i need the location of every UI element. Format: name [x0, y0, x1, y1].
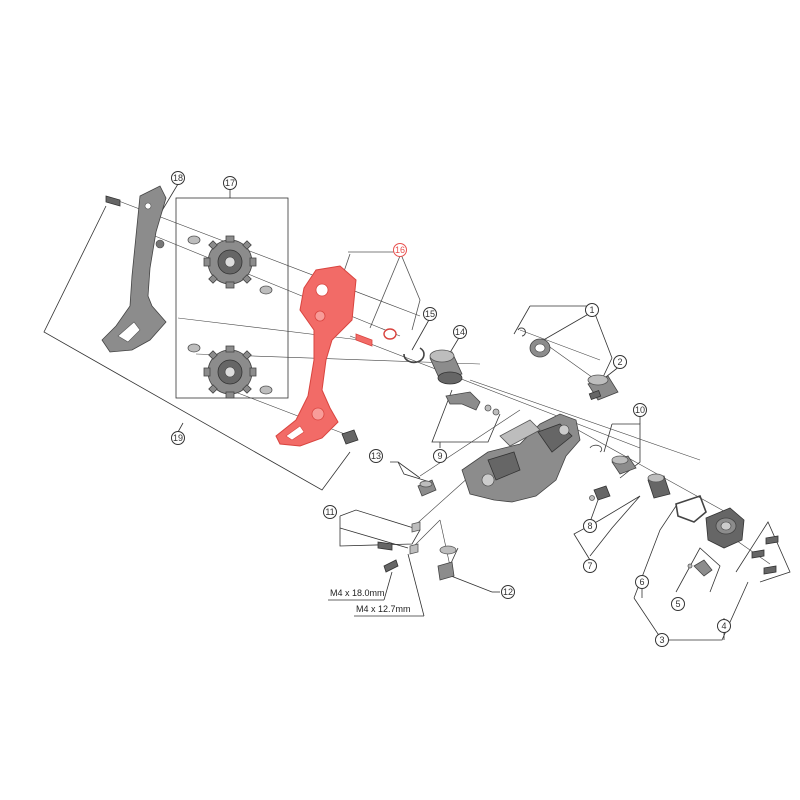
cable-fixing-bolt — [437, 545, 457, 581]
callout-11[interactable]: 11 — [323, 505, 337, 519]
leader-lines — [43, 183, 791, 641]
callout-12[interactable]: 12 — [501, 585, 515, 599]
clutch-arm — [445, 391, 500, 416]
svg-text:4: 4 — [721, 621, 726, 631]
small-screws — [751, 535, 779, 575]
svg-text:16: 16 — [395, 245, 405, 255]
svg-text:3: 3 — [659, 635, 664, 645]
limit-screws — [377, 521, 421, 573]
bushing — [429, 349, 463, 385]
svg-text:1: 1 — [589, 305, 594, 315]
callout-18[interactable]: 18 — [171, 171, 185, 185]
svg-text:2: 2 — [617, 357, 622, 367]
b-axle — [587, 374, 619, 401]
circlip — [403, 347, 425, 364]
callout-16[interactable]: 16 — [393, 243, 407, 257]
cylinder — [647, 473, 671, 499]
svg-text:14: 14 — [455, 327, 465, 337]
bolt-size-labels: M4 x 18.0mm M4 x 12.7mm — [328, 553, 425, 617]
svg-text:5: 5 — [675, 599, 680, 609]
callout-13[interactable]: 13 — [369, 449, 383, 463]
callout-2[interactable]: 2 — [613, 355, 627, 369]
svg-text:19: 19 — [173, 433, 183, 443]
cage-bolt — [341, 429, 359, 445]
callout-10[interactable]: 10 — [633, 403, 647, 417]
tension-pulley — [187, 343, 273, 399]
clip — [589, 485, 611, 501]
svg-text:8: 8 — [587, 521, 592, 531]
callout-15[interactable]: 15 — [423, 307, 437, 321]
callout-8[interactable]: 8 — [583, 519, 597, 533]
callout-7[interactable]: 7 — [583, 559, 597, 573]
callout-3[interactable]: 3 — [655, 633, 669, 647]
bolt-label-short: M4 x 12.7mm — [356, 604, 411, 614]
assembly-axes — [115, 199, 771, 567]
callout-5[interactable]: 5 — [671, 597, 685, 611]
callout-19[interactable]: 19 — [171, 431, 185, 445]
guide-pulley — [187, 235, 273, 295]
b-tension-bolt — [417, 479, 437, 497]
svg-text:17: 17 — [225, 178, 235, 188]
main-body — [461, 327, 581, 503]
callout-1[interactable]: 1 — [585, 303, 599, 317]
bolt-label-long: M4 x 18.0mm — [330, 588, 385, 598]
inner-cage-plate-highlighted — [275, 265, 397, 447]
callout-4[interactable]: 4 — [717, 619, 731, 633]
callout-14[interactable]: 14 — [453, 325, 467, 339]
svg-text:15: 15 — [425, 309, 435, 319]
callout-17[interactable]: 17 — [223, 176, 237, 190]
svg-text:10: 10 — [635, 405, 645, 415]
adjuster-housing — [687, 507, 745, 577]
svg-text:12: 12 — [503, 587, 513, 597]
pin — [589, 444, 637, 475]
svg-text:11: 11 — [325, 507, 334, 517]
spring-ring — [675, 494, 707, 523]
callouts: 18 17 16 15 14 1 2 10 — [171, 171, 731, 647]
svg-text:13: 13 — [371, 451, 381, 461]
svg-text:18: 18 — [173, 173, 183, 183]
callout-6[interactable]: 6 — [635, 575, 649, 589]
svg-text:6: 6 — [639, 577, 644, 587]
outer-cage-plate — [101, 185, 167, 353]
callout-9[interactable]: 9 — [433, 449, 447, 463]
pulley-set — [187, 235, 273, 399]
svg-text:7: 7 — [587, 561, 592, 571]
svg-text:9: 9 — [437, 451, 442, 461]
